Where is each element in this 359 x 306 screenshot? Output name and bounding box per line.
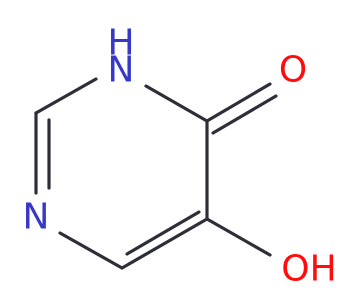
atom-label-h: H xyxy=(107,23,134,64)
bond-c4-o xyxy=(205,82,272,123)
bond-group xyxy=(34,77,278,270)
atom-label-o: O xyxy=(279,50,307,91)
atom-label-nh: N xyxy=(108,50,135,91)
atom-labels: H N N O OH xyxy=(23,23,337,290)
atom-label-n: N xyxy=(23,197,50,238)
bond-n3-c2 xyxy=(34,77,98,115)
bond-c4-n3 xyxy=(144,84,209,123)
bond-c6-c5 xyxy=(120,217,209,270)
bond-c6-c5-inner xyxy=(125,210,201,256)
bond-c5-oh xyxy=(205,217,272,257)
bond-n1-c6 xyxy=(58,231,124,270)
bond-c4-o-second xyxy=(211,94,278,135)
atom-label-oh: OH xyxy=(281,249,336,290)
